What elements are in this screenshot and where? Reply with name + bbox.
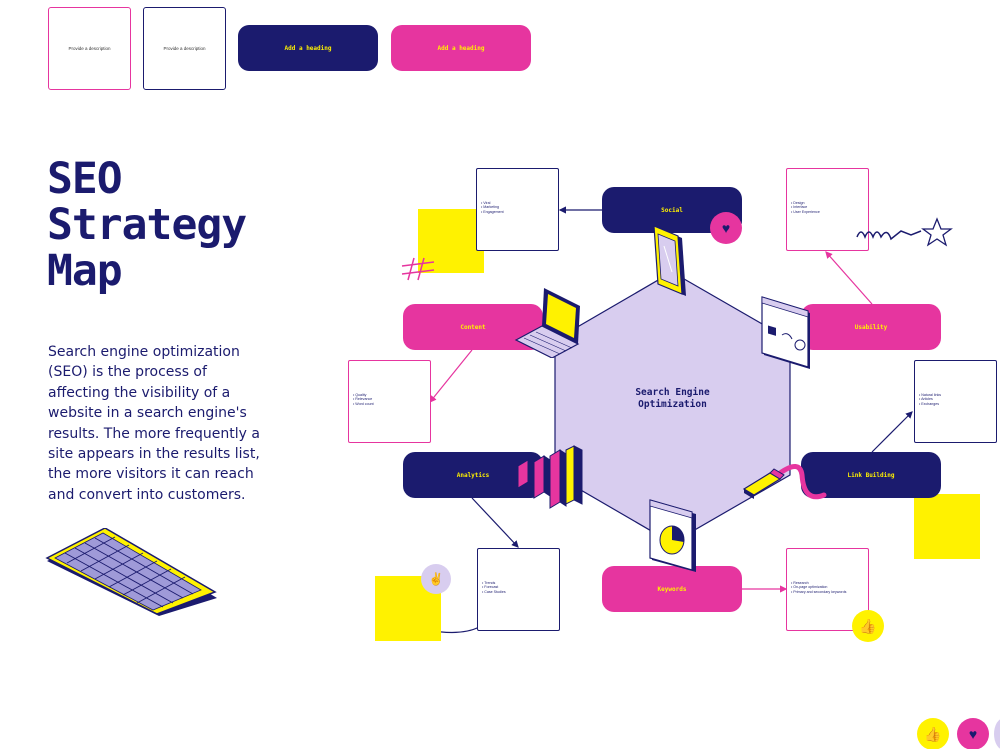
card-analytics[interactable]: Trends Forecast Case Studies: [477, 548, 560, 631]
node-label: Content: [460, 323, 486, 331]
phone-icon: [653, 225, 686, 296]
usb-cable-icon: [742, 464, 827, 500]
list-item: Marketing: [481, 205, 558, 209]
card-list: Trends Forecast Case Studies: [482, 581, 559, 594]
sticky-note[interactable]: [914, 494, 980, 559]
card-content[interactable]: Quality Relevance Word count: [348, 360, 431, 443]
list-item: Exchanges: [919, 402, 996, 406]
hashtag-icon: [401, 257, 435, 281]
node-label: Link Building: [847, 471, 895, 479]
list-item: User Experience: [791, 210, 868, 214]
hands-badge-icon: ✌: [421, 564, 451, 594]
list-item: Relevance: [353, 397, 430, 401]
list-item: Case Studies: [482, 590, 559, 594]
list-item: Forecast: [482, 585, 559, 589]
card-list: Research On-page optimization Primary an…: [791, 581, 868, 594]
card-list: Design Interface User Experience: [791, 201, 868, 214]
node-label: Usability: [854, 323, 888, 331]
bar-chart-icon: [517, 445, 583, 509]
list-item: Engagement: [481, 210, 558, 214]
list-item: Viral: [481, 201, 558, 205]
legend-description-card-2[interactable]: Provide a description: [143, 7, 226, 90]
heart-badge-icon: ♥: [710, 212, 742, 244]
thumbs-up-badge-icon: 👍: [852, 610, 884, 642]
list-item: Trends: [482, 581, 559, 585]
thumbs-up-badge-icon[interactable]: 👍: [917, 718, 949, 749]
legend-description-text: Provide a description: [68, 46, 111, 51]
heart-badge-icon[interactable]: ♥: [957, 718, 989, 749]
list-item: Natural links: [919, 393, 996, 397]
list-item: Quality: [353, 393, 430, 397]
list-item: Primary and secondary keywords: [791, 590, 868, 594]
list-item: Word count: [353, 402, 430, 406]
legend-description-card-1[interactable]: Provide a description: [48, 7, 131, 90]
card-usability[interactable]: Design Interface User Experience: [786, 168, 869, 251]
node-usability[interactable]: Usability: [801, 304, 941, 350]
card-list: Quality Relevance Word count: [353, 393, 430, 406]
legend-heading-navy[interactable]: Add a heading: [238, 25, 378, 71]
node-label: Analytics: [456, 471, 490, 479]
node-keywords[interactable]: Keywords: [602, 566, 742, 612]
legend-description-text: Provide a description: [163, 46, 206, 51]
node-label: Social: [661, 206, 683, 214]
card-list: Natural links Articles Exchanges: [919, 393, 996, 406]
laptop-icon: [514, 288, 580, 358]
list-item: Articles: [919, 397, 996, 401]
keyboard-icon: [45, 528, 217, 616]
card-keywords[interactable]: Research On-page optimization Primary an…: [786, 548, 869, 631]
card-social[interactable]: Viral Marketing Engagement: [476, 168, 559, 251]
node-link-building[interactable]: Link Building: [801, 452, 941, 498]
legend-heading-text: Add a heading: [437, 44, 485, 52]
list-item: Research: [791, 581, 868, 585]
list-item: Design: [791, 201, 868, 205]
legend-heading-text: Add a heading: [284, 44, 332, 52]
list-item: On-page optimization: [791, 585, 868, 589]
hands-badge-icon[interactable]: [994, 718, 1000, 749]
pie-chart-window-icon: [649, 499, 696, 572]
card-link-building[interactable]: Natural links Articles Exchanges: [914, 360, 997, 443]
list-item: Interface: [791, 205, 868, 209]
browser-window-icon: [761, 296, 810, 369]
scribble-star-icon: [856, 217, 953, 247]
node-label: Keywords: [657, 585, 687, 593]
legend-heading-pink[interactable]: Add a heading: [391, 25, 531, 71]
page-description: Search engine optimization (SEO) is the …: [48, 344, 260, 503]
card-list: Viral Marketing Engagement: [481, 201, 558, 214]
